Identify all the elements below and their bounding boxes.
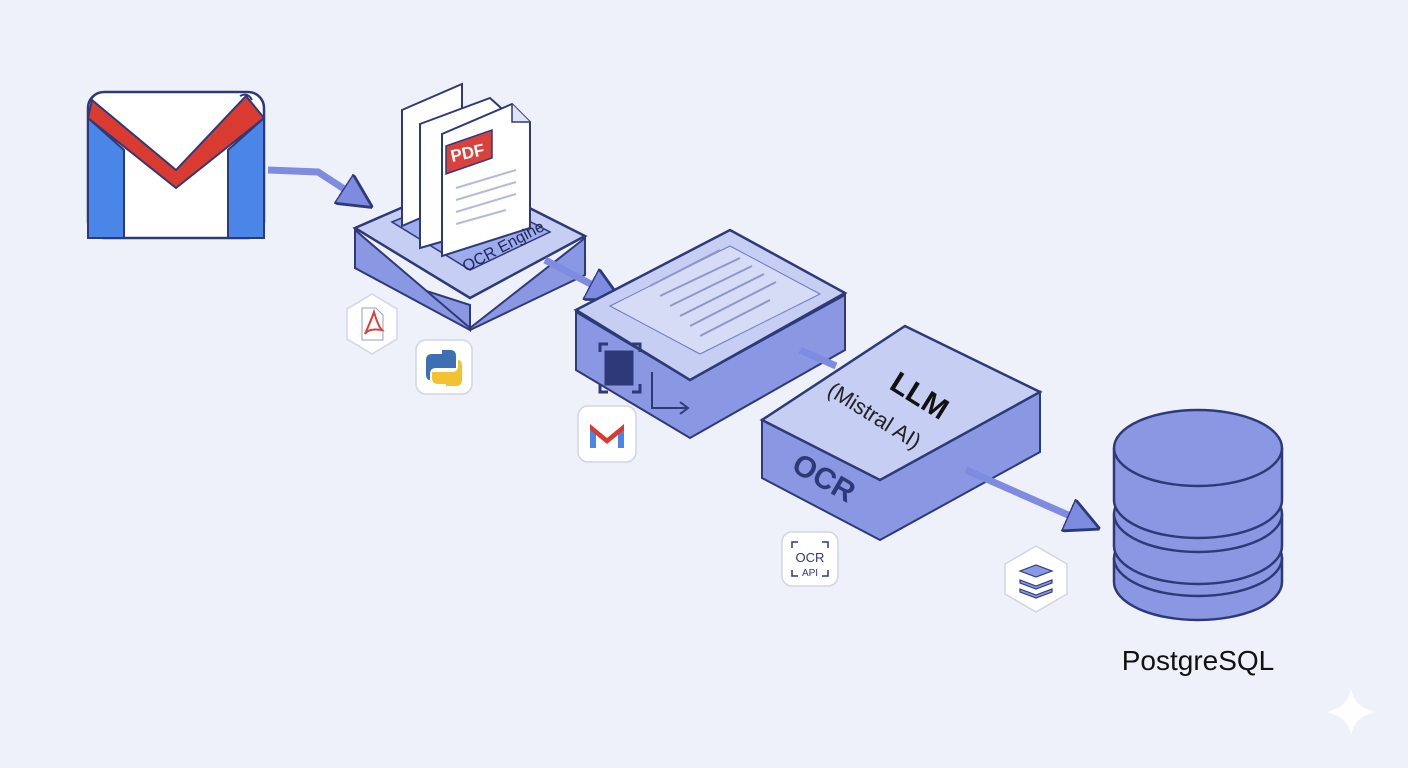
python-icon: [415, 339, 473, 395]
scanner-device: [573, 228, 848, 440]
ocr-api-line1: OCR: [796, 550, 825, 565]
gmail-icon: [86, 90, 266, 240]
database-icon: [1112, 408, 1284, 622]
gmail-icon: [577, 405, 637, 463]
arrow-scanner-to-llm: [798, 346, 838, 370]
sparkle-icon: [1326, 688, 1376, 736]
llm-box: LLM (Mistral AI) OCR: [759, 324, 1043, 542]
scan-frame-icon: [598, 342, 642, 394]
arrow-llm-to-db: [964, 466, 1084, 522]
pdf-document-icon: PDF: [401, 82, 531, 258]
ocr-api-icon: OCR API: [781, 531, 839, 587]
layers-icon: [1004, 545, 1068, 613]
ocr-engine-tray: PDF OCR Engine: [352, 82, 588, 333]
database-label: PostgreSQL: [1122, 645, 1275, 676]
ocr-api-line2: API: [802, 568, 818, 579]
arrow-gmail-to-ocr: [267, 166, 358, 198]
arrow-ocr-to-scanner: [543, 256, 606, 292]
acrobat-icon: [346, 293, 398, 355]
